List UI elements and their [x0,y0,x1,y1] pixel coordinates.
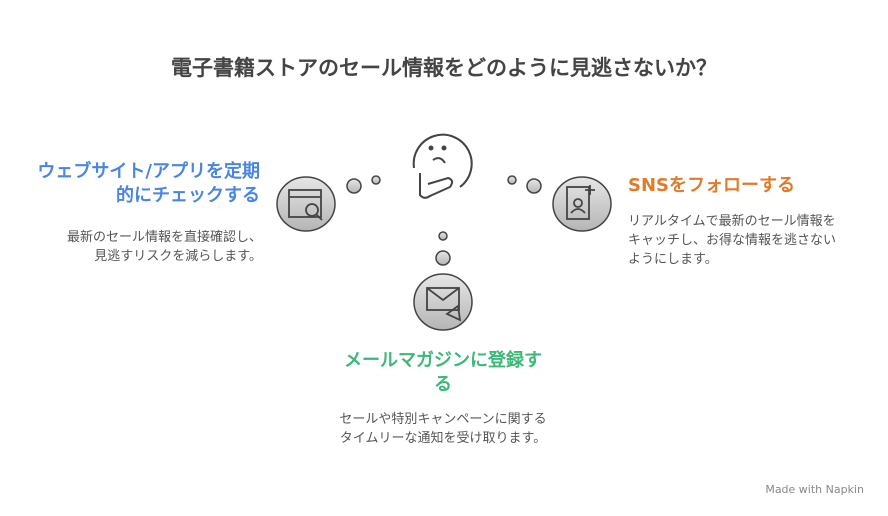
heading-sns: SNSをフォローする [628,175,795,196]
desc-website-app: 最新のセール情報を直接確認し、見逃すリスクを減らします。 [66,230,262,264]
website-search-icon [288,189,323,221]
add-contact-icon [566,185,595,220]
desc-newsletter: セールや特別キャンペーンに関するタイムリーな通知を受け取ります。 [339,412,547,446]
thought-bubble-dot [526,178,542,194]
thinking-face-icon [412,133,473,199]
desc-sns: リアルタイムで最新のセール情報をキャッチし、お得な情報を逃さないようにします。 [628,214,837,267]
thought-bubble-dot [346,178,362,194]
heading-newsletter: メールマガジンに登録する [344,350,542,395]
cloud-bottom [413,273,473,331]
heading-website-app: ウェブサイト/アプリを定期的にチェックする [37,161,260,206]
thought-bubble-dot [435,250,451,266]
cloud-left [276,176,336,232]
thought-bubble-dot [371,175,381,185]
page-title: 電子書籍ストアのセール情報をどのように見逃さないか？ [171,56,717,80]
thought-bubble-dot [438,231,448,241]
watermark: Made with Napkin [765,483,864,496]
thought-bubble-dot [507,175,517,185]
mail-megaphone-icon [426,287,462,322]
